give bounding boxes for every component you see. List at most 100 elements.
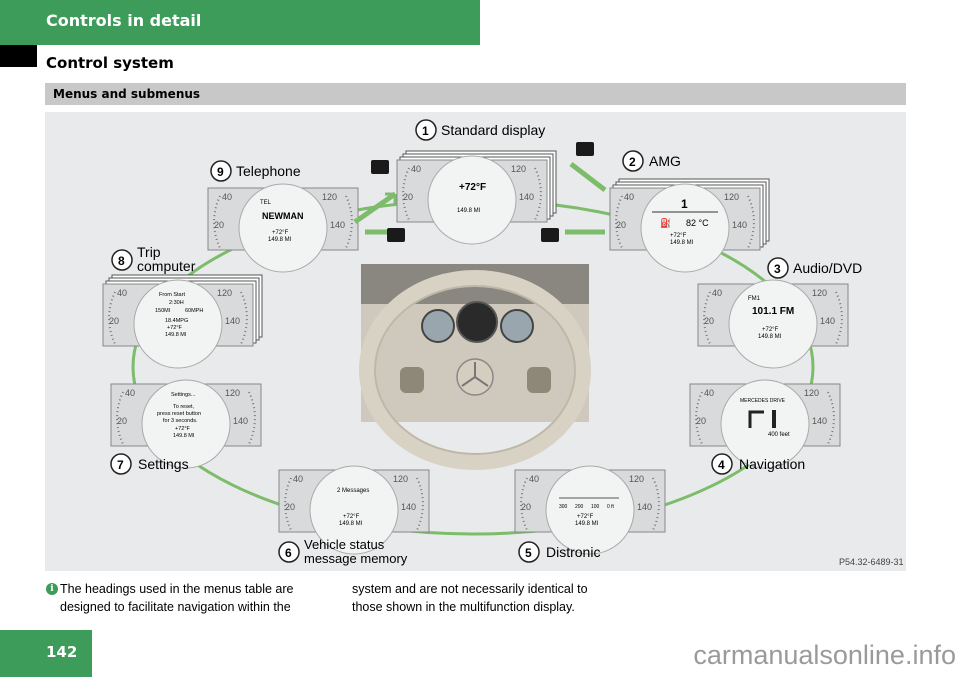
tick-120: 120 xyxy=(804,388,819,398)
info-icon: i xyxy=(46,583,58,595)
tick-40: 40 xyxy=(704,388,714,398)
svg-text:1: 1 xyxy=(422,124,429,138)
trip-l1: From Start xyxy=(159,292,185,298)
callout-8: 8 Trip computer xyxy=(111,244,196,274)
tick-20: 20 xyxy=(109,316,119,326)
vehicle-msg: 2 Messages xyxy=(337,488,369,494)
svg-text:4: 4 xyxy=(718,458,725,472)
callout-label-line1: Vehicle status xyxy=(304,537,385,552)
tick-140: 140 xyxy=(637,502,652,512)
nav-dist: 400 feet xyxy=(768,432,790,438)
note-line: those shown in the multifunction display… xyxy=(352,600,575,614)
audio-freq: 101.1 FM xyxy=(752,306,794,317)
tick-20: 20 xyxy=(285,502,295,512)
callout-label: Telephone xyxy=(236,163,301,179)
svg-text:6: 6 xyxy=(285,546,292,560)
amg-gear: 1 xyxy=(681,197,688,211)
std-temp: +72°F xyxy=(459,182,486,193)
trip-l4: 18.4MPG xyxy=(165,318,188,324)
note-line: system and are not necessarily identical… xyxy=(352,582,588,596)
menu-diagram-svg: 40 20 120 140 +72°F 149.8 MI 40 20 120 1… xyxy=(102,119,904,567)
svg-text:9: 9 xyxy=(217,165,224,179)
button-back-icon xyxy=(387,228,405,242)
dist-s3: 100 xyxy=(591,504,600,510)
callout-6: 6 Vehicle status message memory xyxy=(278,537,408,566)
svg-text:3: 3 xyxy=(774,262,781,276)
tick-40: 40 xyxy=(293,474,303,484)
settings-temp: +72°F xyxy=(175,426,191,432)
callout-label: Audio/DVD xyxy=(793,260,862,276)
svg-text:7: 7 xyxy=(117,458,124,472)
svg-text:2: 2 xyxy=(629,155,636,169)
tick-120: 120 xyxy=(225,388,240,398)
header-tab: Controls in detail xyxy=(0,0,480,45)
tick-140: 140 xyxy=(820,316,835,326)
tick-40: 40 xyxy=(222,192,232,202)
tick-140: 140 xyxy=(330,220,345,230)
tick-140: 140 xyxy=(233,416,248,426)
tick-40: 40 xyxy=(712,288,722,298)
note-column-1: The headings used in the menus table are… xyxy=(46,580,336,616)
callout-1: 1 Standard display xyxy=(415,119,545,141)
steering-wheel-photo xyxy=(359,264,591,470)
settings-l2: To reset, xyxy=(173,404,195,410)
vehicle-temp: +72°F xyxy=(343,514,360,520)
button-down-icon xyxy=(576,142,594,156)
subsection-title: Menus and submenus xyxy=(53,87,201,101)
tick-120: 120 xyxy=(724,192,739,202)
tick-20: 20 xyxy=(521,502,531,512)
dist-temp: +72°F xyxy=(577,514,594,520)
tick-40: 40 xyxy=(125,388,135,398)
tick-20: 20 xyxy=(214,220,224,230)
svg-text:8: 8 xyxy=(118,254,125,268)
header-marker xyxy=(0,45,37,67)
arrow-to-standard-left-icon xyxy=(353,191,397,225)
tick-120: 120 xyxy=(812,288,827,298)
dist-odo: 149.8 MI xyxy=(575,521,599,527)
turn-arrow-icon xyxy=(748,410,764,428)
figure-ref-code: P54.32-6489-31 xyxy=(839,557,904,567)
dist-s4: 0 ft xyxy=(607,504,615,510)
note-line: designed to facilitate navigation within… xyxy=(60,600,291,614)
tick-140: 140 xyxy=(732,220,747,230)
trip-temp: +72°F xyxy=(167,325,183,331)
phone-temp: +72°F xyxy=(272,230,289,236)
callout-9: 9 Telephone xyxy=(210,160,301,182)
amg-odo: 149.8 MI xyxy=(670,240,694,246)
tick-20: 20 xyxy=(616,220,626,230)
tick-20: 20 xyxy=(696,416,706,426)
callout-5: 5 Distronic xyxy=(518,541,600,563)
tick-20: 20 xyxy=(117,416,127,426)
chapter-title: Controls in detail xyxy=(46,11,202,30)
amg-oil: 82 °C xyxy=(686,218,709,228)
audio-temp: +72°F xyxy=(762,327,779,333)
callout-4: 4 Navigation xyxy=(711,453,805,475)
section-title: Control system xyxy=(46,54,174,72)
tick-20: 20 xyxy=(403,192,413,202)
settings-odo: 149.8 MI xyxy=(173,433,195,439)
callout-7: 7 Settings xyxy=(110,453,189,475)
tick-140: 140 xyxy=(812,416,827,426)
callout-label: Settings xyxy=(138,456,189,472)
phone-odo: 149.8 MI xyxy=(268,237,292,243)
audio-band: FM1 xyxy=(748,296,761,302)
settings-l4: for 3 seconds. xyxy=(163,418,198,424)
dist-s2: 200 xyxy=(575,504,584,510)
phone-l2: NEWMAN xyxy=(262,211,304,221)
trip-odo: 149.8 MI xyxy=(165,332,187,338)
callout-2: 2 AMG xyxy=(622,150,681,172)
subsection-bar: Menus and submenus xyxy=(45,83,906,105)
trip-l3b: 60MPH xyxy=(185,308,203,314)
arrow-to-standard-right-icon xyxy=(569,162,607,192)
vehicle-odo: 149.8 MI xyxy=(339,521,363,527)
tick-120: 120 xyxy=(511,164,526,174)
tick-140: 140 xyxy=(225,316,240,326)
callout-label: Navigation xyxy=(739,456,805,472)
dist-s1: 300 xyxy=(559,504,568,510)
button-forward-icon xyxy=(541,228,559,242)
page-number-box: 142 xyxy=(0,630,92,677)
callout-label-line2: message memory xyxy=(304,551,408,566)
menu-diagram: 40 20 120 140 +72°F 149.8 MI 40 20 120 1… xyxy=(45,112,906,571)
callout-3: 3 Audio/DVD xyxy=(767,257,862,279)
button-up-icon xyxy=(371,160,389,174)
